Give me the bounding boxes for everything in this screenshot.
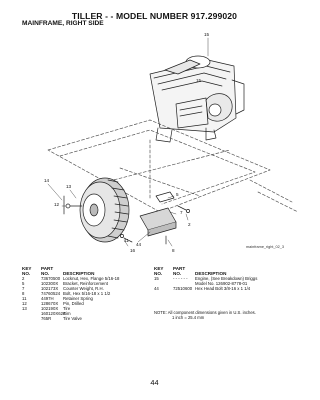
table-header: KEY NO. PART NO. DESCRIPTION — [22, 266, 152, 276]
table-row: 765R Tire Valve — [22, 316, 152, 321]
description: Rim — [63, 311, 71, 317]
callout-7: 7 — [180, 210, 183, 215]
part-no: 102300X — [41, 281, 59, 287]
callout-12: 12 — [54, 202, 60, 207]
part-no: 160120X624 — [41, 311, 66, 317]
counter-weight — [139, 207, 177, 237]
key-no: 44 — [154, 286, 159, 292]
figure-id: mainframe_right_02_3 — [246, 245, 284, 249]
callout-44: 44 — [136, 242, 142, 247]
exploded-parts-diagram: 15 14 13 12 5 16 44 11 8 7 2 15 — [44, 32, 299, 253]
table-row: 5 102300X Bracket, Reinforcement — [22, 281, 152, 286]
header-description: DESCRIPTION — [63, 271, 95, 277]
header-part-no: PART NO. — [173, 266, 186, 277]
table-row: 15 - - - - - - Engine, (See Breakdown) Bri… — [154, 276, 304, 286]
part-no: 128670X — [41, 301, 59, 307]
description: Pin, Drilled — [63, 301, 84, 307]
description: Tire — [63, 306, 71, 312]
callout-8: 8 — [172, 248, 175, 253]
key-no: 11 — [22, 296, 27, 302]
table-row: 7 102173X Counter Weight, R.H. — [22, 286, 152, 291]
description: Engine, (See Breakdown) Briggs Model No.… — [195, 276, 258, 287]
part-no: 4497H — [41, 296, 54, 302]
key-no: 5 — [22, 281, 25, 287]
part-no: 102190X — [41, 306, 59, 312]
key-no: 2 — [22, 276, 25, 282]
callout-15-top: 15 — [204, 32, 210, 37]
header-description: DESCRIPTION — [195, 271, 227, 277]
key-no: 8 — [22, 291, 25, 297]
page-title: TILLER - - MODEL NUMBER 917.299020 — [71, 11, 238, 21]
page-number: 44 — [150, 378, 159, 387]
callout-11: 11 — [124, 238, 129, 243]
part-no: 102173X — [41, 286, 59, 292]
header-part-no: PART NO. — [41, 266, 54, 277]
callout-14: 14 — [44, 178, 50, 183]
key-no: 13 — [22, 306, 27, 312]
table-row: 13 102190X Tire — [22, 306, 152, 311]
key-no: 7 — [22, 286, 25, 292]
description: Hex Head Bolt 3/8-16 x 1 1/4 — [195, 286, 251, 292]
description: Counter Weight, R.H. — [63, 286, 104, 292]
key-no: 15 — [154, 276, 159, 282]
note-line-2: 1 inch = 25.4 mm — [172, 315, 205, 320]
callout-15-engine: 15 — [196, 78, 202, 83]
description: Bolt, Hex 5/16-18 x 1 1/2 — [63, 291, 111, 297]
part-no: 73670500 — [41, 276, 61, 282]
engine-illustration — [149, 55, 245, 143]
part-no: 765R — [41, 316, 52, 322]
tire-wheel — [79, 177, 130, 243]
description: Bracket, Reinforcement — [63, 281, 108, 287]
note-line-1: NOTE: All component dimensions given in … — [154, 310, 256, 315]
page-subtitle: MAINFRAME, RIGHT SIDE — [22, 20, 104, 27]
parts-table-right: KEY NO. PART NO. DESCRIPTION 15 - - - - -… — [154, 266, 304, 291]
header-key-no: KEY NO. — [154, 266, 164, 277]
callout-13: 13 — [66, 184, 72, 189]
callout-2: 2 — [188, 222, 191, 227]
table-row: 11 4497H Retainer Spring — [22, 296, 152, 301]
dimension-note: NOTE: All component dimensions given in … — [154, 310, 304, 320]
description: Locknut, Hex, Flange 5/16-18 — [63, 276, 120, 282]
key-no: 12 — [22, 301, 27, 307]
header-key-no: KEY NO. — [22, 266, 32, 277]
description: Retainer Spring — [63, 296, 93, 302]
part-no: - - - - - - — [173, 276, 188, 282]
part-no: 72510600 — [173, 286, 193, 292]
part-no: 74760524 — [41, 291, 61, 297]
callout-5: 5 — [176, 192, 179, 197]
table-header: KEY NO. PART NO. DESCRIPTION — [154, 266, 304, 276]
description: Tire Valve — [63, 316, 82, 322]
table-row: 12 128670X Pin, Drilled — [22, 301, 152, 306]
callout-16: 16 — [130, 248, 136, 253]
